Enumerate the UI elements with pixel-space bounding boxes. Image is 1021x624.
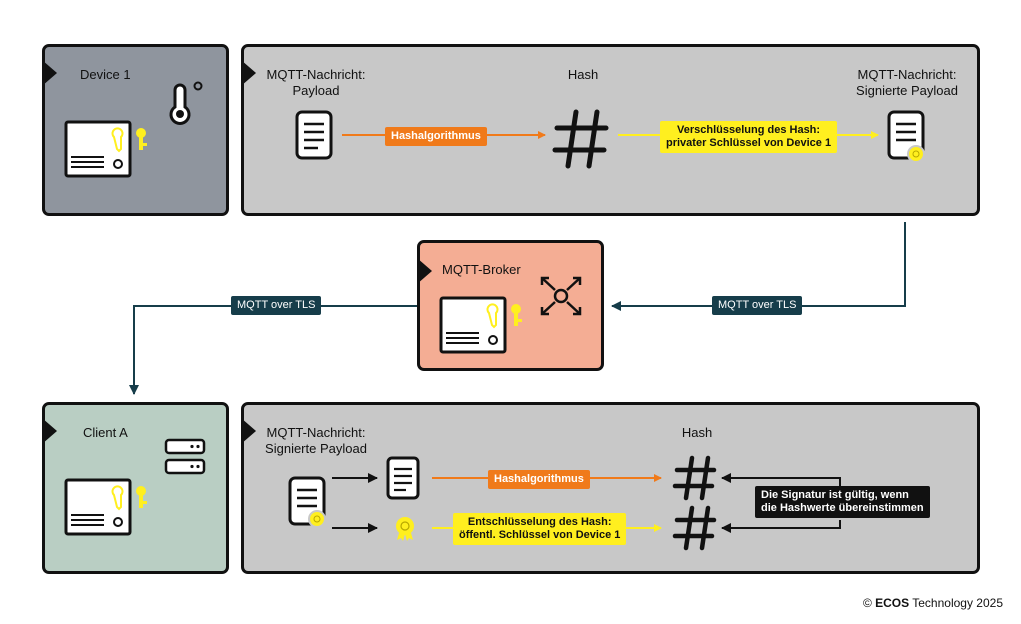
document-icon-bottom xyxy=(386,456,420,500)
top-hash-label: Hash xyxy=(567,67,599,82)
client-panel xyxy=(42,402,229,574)
decrypt-label: Entschlüsselung des Hash: öffentl. Schlü… xyxy=(453,513,627,545)
compare-arrow-top xyxy=(721,473,841,487)
top-flow-panel xyxy=(241,44,980,216)
bottom-hash-label: Hash xyxy=(681,425,713,440)
brand-name: ECOS xyxy=(875,596,910,610)
client-key-icon xyxy=(136,486,147,508)
copyright-rest: Technology 2025 xyxy=(909,596,1003,610)
bottom-flow-notch xyxy=(241,418,256,444)
device-notch xyxy=(42,60,57,86)
tls-label-right: MQTT over TLS xyxy=(712,296,803,315)
copyright: © ECOS Technology 2025 xyxy=(863,596,1003,610)
broker-title: MQTT-Broker xyxy=(442,262,521,277)
encrypt-label: Verschlüsselung des Hash: privater Schlü… xyxy=(660,121,838,153)
thermometer-icon xyxy=(169,81,203,125)
compare-arrow-bottom xyxy=(721,520,841,533)
broker-notch xyxy=(417,258,432,284)
tls-label-left: MQTT over TLS xyxy=(231,296,322,315)
hash-icon xyxy=(552,109,609,169)
hash-algorithm-label-bottom: Hashalgorithmus xyxy=(488,470,590,489)
server-icon xyxy=(164,438,206,475)
top-message-label: MQTT-Nachricht: Payload xyxy=(266,67,366,98)
device-certificate-icon xyxy=(64,120,132,178)
top-signed-label: MQTT-Nachricht: Signierte Payload xyxy=(856,67,958,98)
top-flow-notch xyxy=(241,60,256,86)
hash-algorithm-label-top: Hashalgorithmus xyxy=(385,127,487,146)
copyright-prefix: © xyxy=(862,596,876,610)
broker-certificate-icon xyxy=(439,296,507,354)
hash-icon-computed xyxy=(672,455,717,501)
client-title: Client A xyxy=(83,425,128,440)
key-icon xyxy=(136,128,147,150)
client-certificate-icon xyxy=(64,478,132,536)
tls-connector-right xyxy=(611,222,906,311)
client-notch xyxy=(42,418,57,444)
hash-icon-decrypted xyxy=(672,505,717,551)
document-icon xyxy=(295,110,333,160)
signature-seal-icon xyxy=(396,517,414,541)
tls-connector-left xyxy=(129,305,417,395)
signed-document-icon-bottom xyxy=(288,476,326,528)
broker-hub-icon xyxy=(540,276,582,316)
verdict-label: Die Signatur ist gültig, wenn die Hashwe… xyxy=(755,486,930,518)
bottom-message-label: MQTT-Nachricht: Signierte Payload xyxy=(265,425,367,456)
device-title: Device 1 xyxy=(80,67,131,82)
broker-key-icon xyxy=(511,304,522,326)
signed-document-icon xyxy=(887,110,925,163)
